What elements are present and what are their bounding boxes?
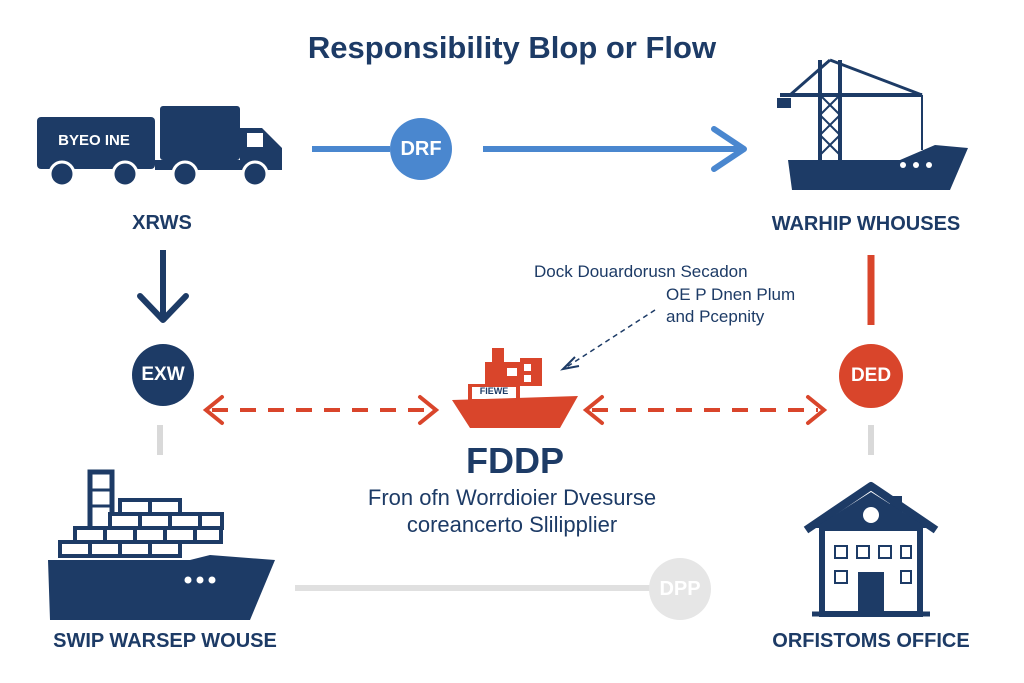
annotation-line-2: OE P Dnen Plum xyxy=(666,285,796,304)
annotation-line-3: and Pcepnity xyxy=(666,307,765,326)
center-subtitle-line-2: coreancerto Slilipplier xyxy=(406,512,618,537)
exw-badge: EXW xyxy=(132,344,194,406)
ded-badge: DED xyxy=(839,344,903,408)
center-ship-icon xyxy=(452,348,578,428)
red-dashed-arrow-left xyxy=(202,395,440,425)
port-ship-crane-icon xyxy=(777,58,968,190)
center-label: FDDP xyxy=(466,440,564,481)
navy-down-arrow xyxy=(137,250,189,323)
center-subtitle-line-1: Fron ofn Worrdioier Dvesurse xyxy=(367,485,657,510)
page-title: Responsibility Blop or Flow xyxy=(307,30,717,65)
office-label: ORFISTOMS OFFICE xyxy=(772,630,970,652)
truck-sign-text: BYEO INE xyxy=(58,132,130,149)
drf-badge: DRF xyxy=(390,118,452,180)
dpp-badge: DPP xyxy=(649,558,711,620)
center-ship-sign-text: FIEWE xyxy=(479,386,509,396)
port-ship-label: WARHIP WHOUSES xyxy=(771,213,961,235)
truck-icon xyxy=(37,106,282,188)
office-building-icon xyxy=(803,482,939,617)
annotation-pointer xyxy=(564,309,656,369)
annotation-pointer-head xyxy=(560,356,580,371)
red-dashed-arrow-right xyxy=(582,395,828,425)
truck-label: XRWS xyxy=(132,212,192,234)
cargo-ship-label: SWIP WARSEP WOUSE xyxy=(53,630,277,652)
cargo-ship-icon xyxy=(48,469,275,620)
annotation-line-1: Dock Douardorusn Secadon xyxy=(534,262,748,281)
blue-arrowhead xyxy=(711,126,747,172)
